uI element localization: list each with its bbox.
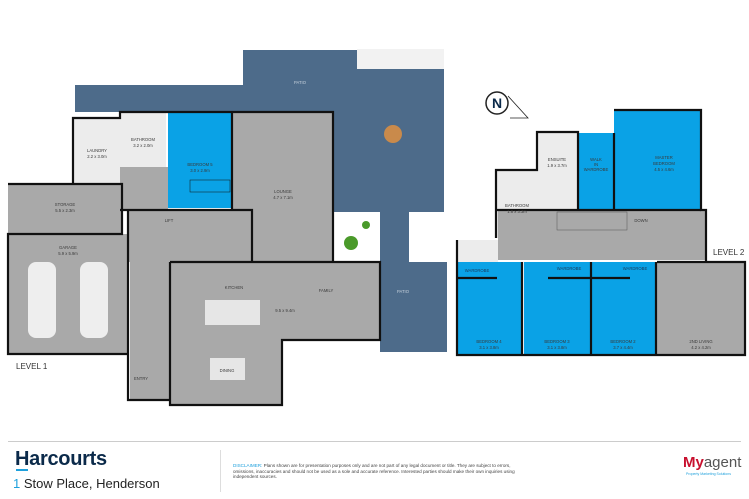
master-bedroom <box>614 110 701 210</box>
floor-plan: PATIO PATIO LAUNDRY 2.2 x 3.0m BATHROOM … <box>6 49 747 407</box>
room-label: BEDROOM 3 <box>544 339 570 344</box>
patio <box>75 50 447 352</box>
room-label: BATHROOM <box>505 203 529 208</box>
compass-label: N <box>492 95 502 111</box>
room-size: 3.1 x 3.8m <box>547 345 567 350</box>
storage <box>8 184 122 234</box>
room-label: ENTRY <box>134 376 148 381</box>
room-size: 5.9 x 5.9m <box>58 251 78 256</box>
room-size: 9.5 x 9.4m <box>275 308 295 313</box>
room-label: BEDROOM <box>653 161 675 166</box>
kitchen-island <box>205 300 260 325</box>
room-size: 1.9 x 3.7m <box>547 163 567 168</box>
room-label: BATHROOM <box>131 137 155 142</box>
room-label: GARAGE <box>59 245 77 250</box>
hall-l1-upper <box>120 167 168 210</box>
address-street: Stow Place, Henderson <box>20 476 160 491</box>
outdoor-table-icon <box>384 125 402 143</box>
stairs-l1 <box>189 179 231 193</box>
room-label: FAMILY <box>319 288 334 293</box>
entry-hall <box>130 262 170 400</box>
room-size: 2.2 x 3.0m <box>87 154 107 159</box>
car-icon <box>80 262 108 338</box>
dining-table <box>210 358 245 380</box>
room-label: STORAGE <box>55 202 76 207</box>
plant-icon <box>344 236 358 250</box>
lift-label: LIFT <box>165 218 174 223</box>
patio-side-label: PATIO <box>397 289 410 294</box>
down-label: DOWN <box>634 218 647 223</box>
kitchen-family-dining <box>170 262 380 405</box>
myagent-tagline: Property Marketing Solutions <box>686 472 731 476</box>
footer-vertical-divider <box>220 450 221 492</box>
brand-logo: Harcourts <box>15 448 107 470</box>
stairs-l2 <box>556 211 628 231</box>
wardrobe-label: WARDROBE <box>465 268 490 273</box>
disclaimer: DISCLAIMER: Plans shown are for presenta… <box>233 463 523 480</box>
room-label: KITCHEN <box>225 285 243 290</box>
walls-level-2 <box>455 108 747 357</box>
room-label: WARDROBE <box>584 167 609 172</box>
level-1-label: LEVEL 1 <box>16 362 48 371</box>
room-label: BEDROOM 4 <box>476 339 502 344</box>
property-address: 1 Stow Place, Henderson <box>13 476 160 491</box>
room-label: IN <box>594 162 598 167</box>
ensuite <box>537 132 578 210</box>
wc <box>457 240 498 262</box>
car-icon <box>28 262 56 338</box>
room-size: 4.5 x 4.6m <box>654 167 674 172</box>
compass-north-icon: N <box>485 91 529 119</box>
room-label: MASTER <box>655 155 672 160</box>
level-2-label: LEVEL 2 <box>713 248 745 257</box>
disclaimer-label: DISCLAIMER: <box>233 463 263 468</box>
room-label: BEDROOM 5 <box>187 162 213 167</box>
myagent-logo: Myagent <box>683 454 741 471</box>
logo-my: My <box>683 454 704 471</box>
room-size: 4.2 x 4.2m <box>691 345 711 350</box>
walk-in-wardrobe <box>578 133 614 210</box>
address-number: 1 <box>13 476 21 491</box>
disclaimer-text: Plans shown are for presentation purpose… <box>233 463 515 480</box>
wardrobe-label: WARDROBE <box>623 266 648 271</box>
walls-level-1 <box>6 110 382 407</box>
garden <box>333 212 380 262</box>
room-size: 3.0 x 2.9m <box>190 168 210 173</box>
room-size: 3.2 x 2.0m <box>133 143 153 148</box>
hall-l2 <box>498 210 706 260</box>
room-label: DINING <box>220 368 235 373</box>
logo-agent: agent <box>703 454 742 471</box>
wardrobe-label: WARDROBE <box>557 266 582 271</box>
room-label: LAUNDRY <box>87 148 107 153</box>
room-size: 1.8 x 3.3m <box>507 209 527 214</box>
room-label: LOUNGE <box>274 189 292 194</box>
brand-underline <box>16 469 28 471</box>
footer-divider <box>8 441 741 442</box>
laundry <box>73 118 121 184</box>
patio-label: PATIO <box>294 80 307 85</box>
room-size: 4.7 x 7.1m <box>273 195 293 200</box>
room-label: BEDROOM 2 <box>610 339 636 344</box>
room-size: 3.7 x 4.4m <box>613 345 633 350</box>
room-size: 5.5 x 2.3m <box>55 208 75 213</box>
bedroom-5 <box>168 112 232 208</box>
deck-bench <box>357 49 444 69</box>
second-living <box>657 262 745 355</box>
bathroom-l1 <box>120 112 166 167</box>
room-label: WALK <box>590 157 602 162</box>
hall-l1 <box>128 210 252 262</box>
plant-icon <box>362 221 370 229</box>
room-label: ENSUITE <box>548 157 566 162</box>
room-size: 3.1 x 3.8m <box>479 345 499 350</box>
room-label: 2ND LIVING <box>689 339 712 344</box>
